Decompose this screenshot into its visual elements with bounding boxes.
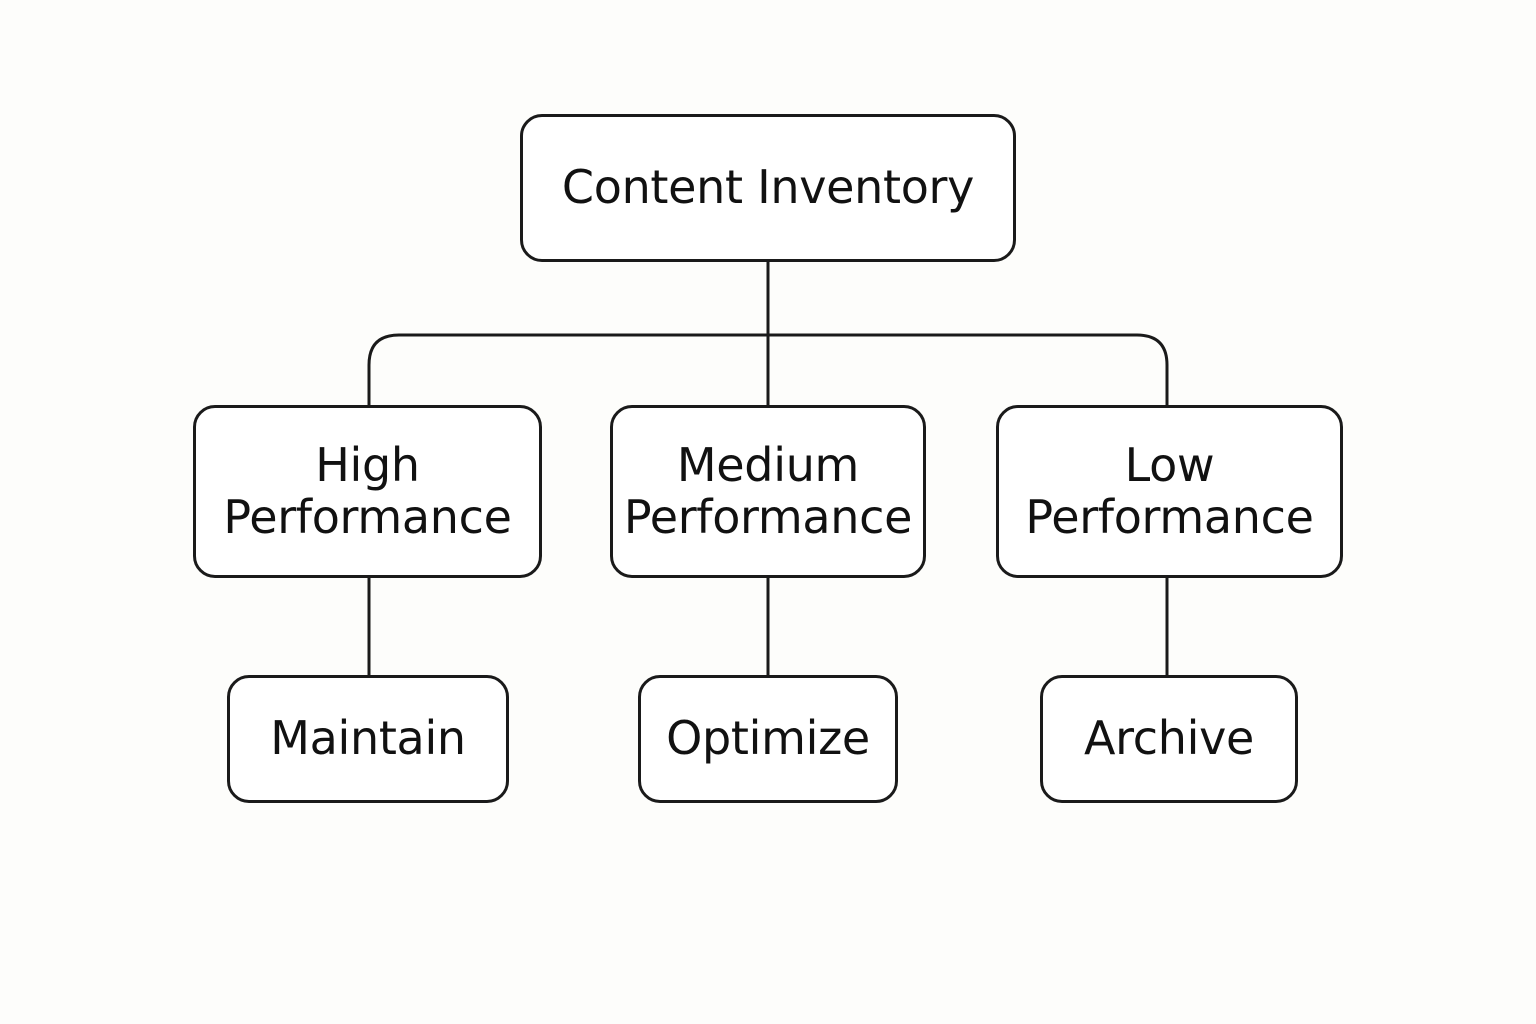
node-archive: Archive — [1040, 675, 1298, 803]
connector-bus — [367, 333, 1169, 407]
node-content-inventory-label: Content Inventory — [561, 160, 975, 215]
node-optimize: Optimize — [638, 675, 898, 803]
node-maintain: Maintain — [227, 675, 509, 803]
node-low-performance-line2: Performance — [1025, 489, 1314, 544]
node-high-performance-line2: Performance — [223, 489, 512, 544]
node-medium-performance-label: Medium Performance — [623, 437, 913, 544]
node-medium-performance-line2: Performance — [623, 489, 913, 544]
node-medium-performance: Medium Performance — [610, 405, 926, 578]
node-low-performance-line1: Low — [1124, 437, 1215, 492]
node-content-inventory: Content Inventory — [520, 114, 1016, 262]
node-maintain-label: Maintain — [270, 711, 466, 766]
node-low-performance-label: Low Performance — [1025, 437, 1314, 544]
node-low-performance: Low Performance — [996, 405, 1343, 578]
node-optimize-label: Optimize — [666, 711, 870, 766]
node-high-performance: High Performance — [193, 405, 542, 578]
node-high-performance-label: High Performance — [223, 437, 512, 544]
node-medium-performance-line1: Medium — [676, 437, 860, 492]
node-archive-label: Archive — [1083, 711, 1255, 766]
node-high-performance-line1: High — [315, 437, 420, 492]
